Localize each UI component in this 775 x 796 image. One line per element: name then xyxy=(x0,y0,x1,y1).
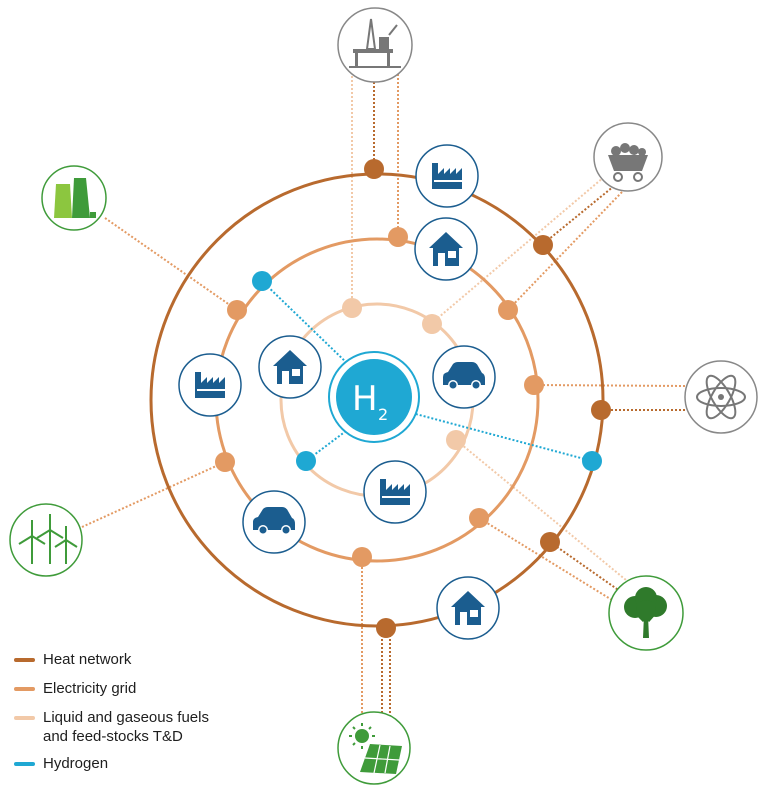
hub-subscript: 2 xyxy=(378,405,388,424)
electricity-node xyxy=(498,300,518,320)
hydrogen-node xyxy=(296,451,316,471)
tree-electricity-line xyxy=(478,517,613,601)
electricity-nodes xyxy=(215,227,544,567)
legend-item-electricity: Electricity grid xyxy=(14,679,209,698)
heat-node xyxy=(591,400,611,420)
nuclear-electricity-line xyxy=(533,384,686,387)
coal-fuels-line xyxy=(431,176,605,324)
fuels-node xyxy=(422,314,442,334)
legend-swatch-fuels xyxy=(14,716,35,720)
legend-swatch-hydrogen xyxy=(14,762,35,766)
electricity-node xyxy=(469,508,489,528)
house-icon xyxy=(414,217,478,281)
heat-node xyxy=(533,235,553,255)
electricity-node xyxy=(524,375,544,395)
source-connectors xyxy=(81,68,686,717)
nuclear-atom-icon xyxy=(684,360,758,434)
heat-node xyxy=(364,159,384,179)
legend-item-hydrogen: Hydrogen xyxy=(14,754,209,773)
legend-label-electricity: Electricity grid xyxy=(43,680,137,697)
wind-turbines-icon xyxy=(9,503,83,577)
legend-swatch-electricity xyxy=(14,687,35,691)
factory-icon xyxy=(363,460,427,524)
hub-label: H xyxy=(352,379,378,419)
hydrogen-node xyxy=(252,271,272,291)
electricity-node xyxy=(352,547,372,567)
legend-label-heat: Heat network xyxy=(43,651,132,668)
legend-item-fuels: Liquid and gaseous fuels and feed-stocks… xyxy=(14,708,209,746)
factory-icon xyxy=(415,144,479,208)
coal-electricity-line xyxy=(507,191,623,311)
legend-swatch-heat xyxy=(14,658,35,662)
tree-icon xyxy=(608,575,684,651)
legend-label-fuels: Liquid and gaseous fuels and feed-stocks… xyxy=(43,709,209,745)
hydrogen-node xyxy=(582,451,602,471)
car-icon xyxy=(242,490,306,554)
factory-icon xyxy=(178,353,242,417)
electricity-node xyxy=(227,300,247,320)
power-plant-icon xyxy=(41,165,107,231)
coal-cart-icon xyxy=(593,122,663,192)
hydrogen-hub: H 2 xyxy=(328,351,420,443)
heat-node xyxy=(376,618,396,638)
hydrogen-nodes xyxy=(252,271,602,471)
coal-heat-line xyxy=(542,185,615,245)
heat-node xyxy=(540,532,560,552)
fuels-nodes xyxy=(342,298,466,450)
electricity-node xyxy=(388,227,408,247)
legend-item-heat: Heat network xyxy=(14,650,209,669)
fuels-node xyxy=(446,430,466,450)
car-icon xyxy=(432,345,496,409)
oil-platform-icon xyxy=(337,7,413,83)
legend: Heat network Electricity grid Liquid and… xyxy=(14,650,209,783)
solar-panel-icon xyxy=(337,711,411,785)
legend-label-hydrogen: Hydrogen xyxy=(43,755,109,772)
wind-electricity-line xyxy=(81,461,226,528)
heat-nodes xyxy=(364,159,611,638)
house-icon xyxy=(436,576,500,640)
plant-electricity-line xyxy=(104,217,238,311)
fuels-node xyxy=(342,298,362,318)
house-icon xyxy=(258,335,322,399)
electricity-node xyxy=(215,452,235,472)
tree-heat-line xyxy=(549,541,625,595)
